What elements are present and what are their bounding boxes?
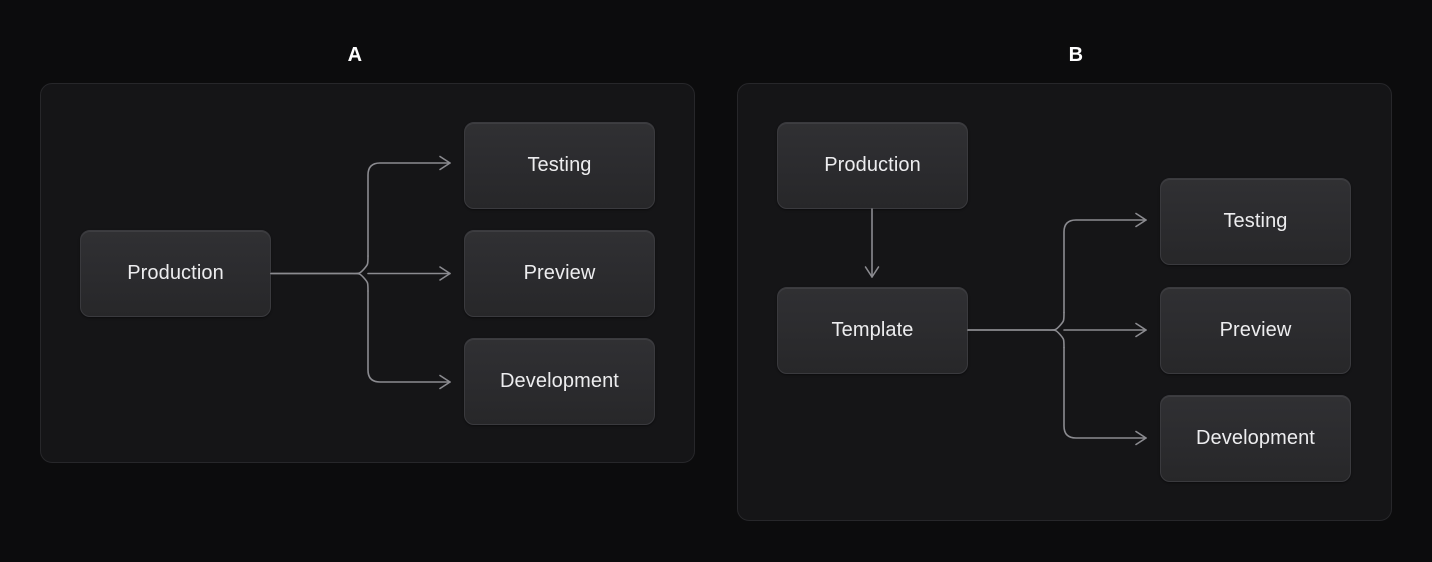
node-label: Preview xyxy=(523,262,596,284)
node-b-preview[interactable]: Preview xyxy=(1160,287,1351,374)
node-label: Template xyxy=(831,319,914,341)
node-a-preview[interactable]: Preview xyxy=(464,230,655,317)
node-a-development[interactable]: Development xyxy=(464,338,655,425)
node-label: Preview xyxy=(1219,319,1292,341)
node-a-production[interactable]: Production xyxy=(80,230,271,317)
node-label: Testing xyxy=(1223,210,1288,232)
node-b-testing[interactable]: Testing xyxy=(1160,178,1351,265)
node-b-development[interactable]: Development xyxy=(1160,395,1351,482)
panel-label-a: A xyxy=(347,44,363,66)
node-label: Production xyxy=(824,154,921,176)
node-label: Development xyxy=(1196,427,1315,449)
node-b-template[interactable]: Template xyxy=(777,287,968,374)
node-label: Production xyxy=(127,262,224,284)
node-label: Development xyxy=(500,370,619,392)
node-a-testing[interactable]: Testing xyxy=(464,122,655,209)
panel-label-b: B xyxy=(1068,44,1084,66)
node-label: Testing xyxy=(527,154,592,176)
node-b-production[interactable]: Production xyxy=(777,122,968,209)
